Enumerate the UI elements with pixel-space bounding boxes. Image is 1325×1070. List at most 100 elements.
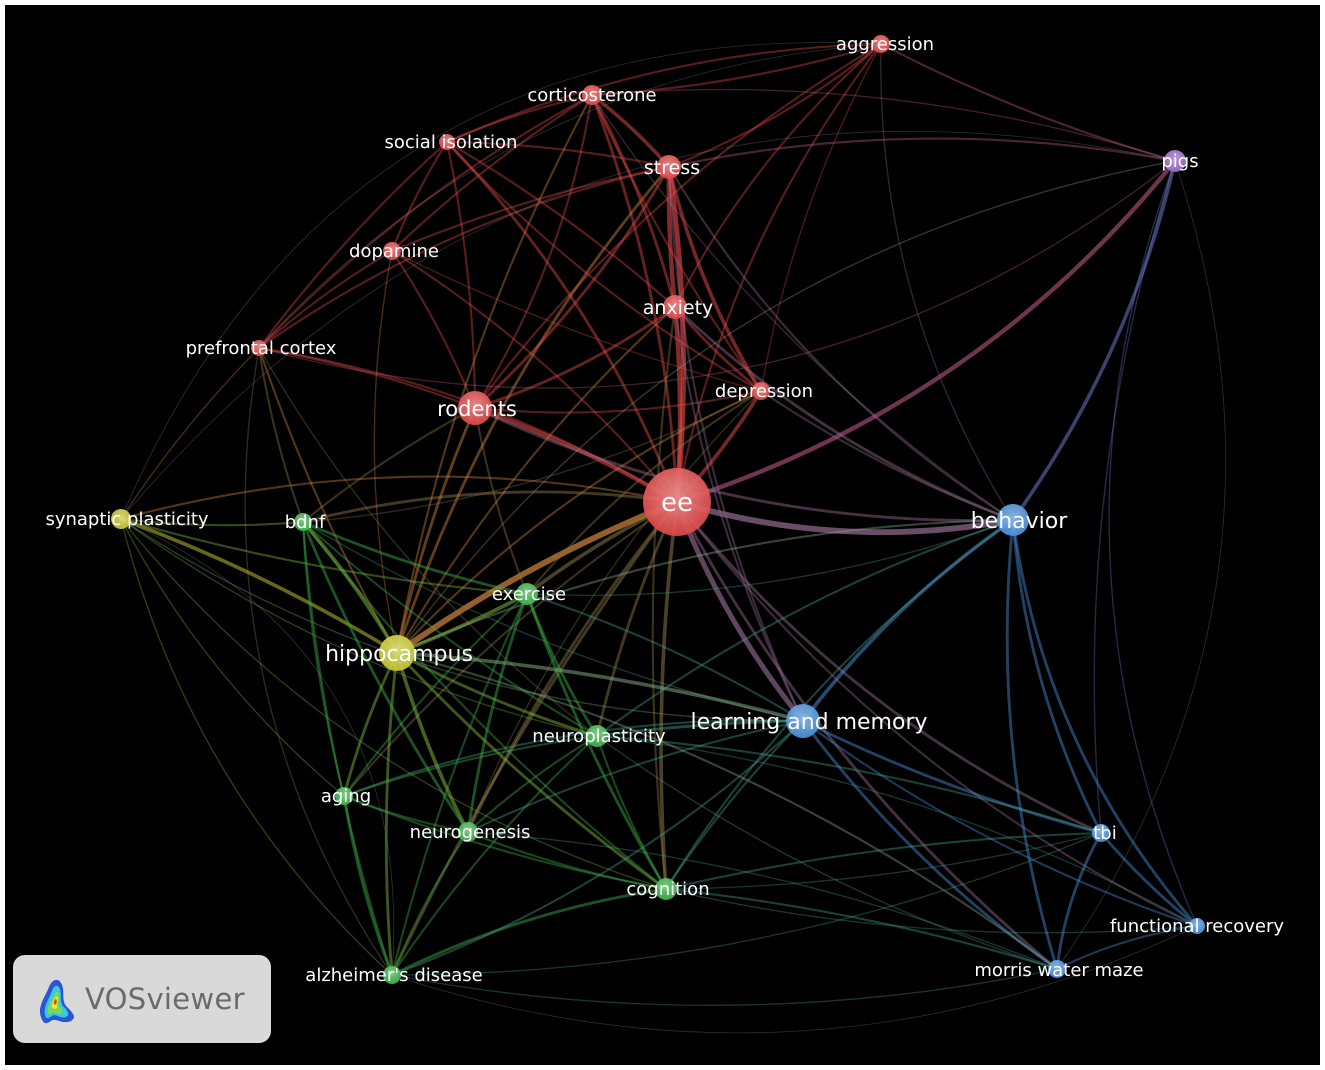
link-stress-pigs [667, 137, 1177, 169]
link-alzheimers-morris [391, 968, 1058, 1006]
link-behavior-pigs [1011, 159, 1177, 522]
label-aging: aging [321, 786, 371, 807]
link-alzheimers-learning_memory [390, 719, 805, 977]
link-learning_memory-neurogenesis [466, 719, 805, 834]
node-highlight-neurogenesis [458, 822, 478, 842]
link-dopamine-hippocampus [373, 250, 398, 654]
label-rodents: rodents [437, 397, 517, 421]
label-pigs: pigs [1161, 151, 1198, 172]
link-ee-tbi [675, 500, 1103, 835]
link-bdnf-alzheimers [301, 520, 394, 977]
link-tbi-cognition [664, 831, 1103, 891]
link-learning_memory-hippocampus [395, 651, 805, 723]
label-tbi: tbi [1093, 823, 1116, 844]
link-morris-neurogenesis [467, 831, 1058, 970]
link-aggression-pigs [879, 42, 1177, 163]
link-tbi-neuroplasticity [595, 734, 1103, 835]
node-highlight-rodents [458, 391, 492, 425]
link-synaptic_plasticity-exercise [119, 517, 529, 596]
link-rodents-aggression [473, 42, 883, 410]
link-behavior-functional_recovery [1011, 518, 1199, 928]
link-prefrontal_cortex-synaptic_plasticity [120, 347, 260, 520]
label-anxiety: anxiety [643, 297, 714, 319]
link-behavior-hippocampus [395, 518, 1015, 655]
link-exercise-aging [342, 592, 529, 798]
link-neurogenesis-alzheimers [390, 830, 470, 977]
link-aging-alzheimers [342, 794, 394, 977]
link-cognition-alzheimers [390, 887, 668, 977]
link-learning_memory-tbi [801, 719, 1103, 835]
node-highlight-tbi [1092, 824, 1110, 842]
link-exercise-neurogenesis [466, 592, 529, 834]
link-functional_recovery-pigs [1108, 160, 1198, 927]
link-rodents-behavior [473, 406, 1015, 522]
link-behavior-morris [1005, 518, 1059, 971]
link-cognition-tbi [665, 832, 1102, 890]
link-depression-hippocampus [395, 389, 763, 655]
link-anxiety-depression [673, 305, 763, 393]
link-synaptic_plasticity-cognition [120, 518, 667, 890]
link-bdnf-cognition [301, 520, 668, 891]
link-neuroplasticity-morris [596, 735, 1058, 970]
link-corticosterone-prefrontal_cortex [257, 93, 594, 350]
node-highlight-aggression [872, 35, 890, 53]
node-highlight-social-isolation [439, 134, 455, 150]
logo-text: VOSviewer [85, 982, 245, 1016]
link-ee-pigs [674, 158, 1178, 505]
link-ee-aging [342, 500, 679, 798]
link-rodents-corticosterone [473, 93, 594, 410]
link-stress-hippocampus [395, 165, 671, 655]
link-stress-behavior [667, 165, 1015, 522]
node-highlight-cognition [655, 878, 677, 900]
link-aggression-depression [760, 43, 882, 392]
label-social-isolation: social isolation [385, 132, 518, 153]
node-highlight-ee [643, 468, 711, 536]
node-highlight-synaptic-plasticity [111, 509, 131, 529]
link-neurogenesis-cognition [466, 830, 668, 891]
link-synaptic_plasticity-neuroplasticity [120, 518, 598, 737]
link-corticosterone-depression [590, 93, 763, 393]
link-ee-alzheimers [390, 500, 679, 977]
link-neuroplasticity-cognition [595, 734, 668, 891]
label-alzheimers: alzheimer's disease [305, 965, 482, 986]
arc-prefrontal_cortex-aggression [258, 43, 882, 349]
link-learning_memory-functional_recovery [801, 719, 1199, 928]
network-nodes [111, 35, 1205, 984]
link-aging-neurogenesis [342, 794, 470, 834]
link-social_isolation-prefrontal_cortex [257, 140, 449, 350]
link-corticosterone-dopamine [390, 93, 594, 253]
link-ee-neurogenesis [466, 500, 679, 834]
link-dopamine-prefrontal_cortex [257, 249, 394, 350]
co-occurrence-network[interactable]: eerodentsstressanxietycorticosteroneaggr… [5, 5, 1320, 1065]
label-corticosterone: corticosterone [527, 85, 656, 106]
link-behavior-learning_memory [801, 518, 1015, 723]
link-stress-learning_memory [667, 165, 805, 723]
label-dopamine: dopamine [349, 241, 439, 262]
node-highlight-corticosterone [582, 85, 602, 105]
link-hippocampus-alzheimers [384, 651, 399, 977]
link-learning_memory-aging [342, 719, 805, 798]
link-tbi-morris [1055, 831, 1103, 971]
link-hippocampus-cognition [395, 651, 668, 891]
link-synaptic_plasticity-aging [120, 518, 345, 797]
link-stress-anxiety [666, 164, 678, 310]
link-hippocampus-neuroplasticity [395, 651, 599, 738]
label-stress: stress [644, 157, 700, 179]
link-corticosterone-behavior [591, 94, 1014, 521]
node-highlight-anxiety [663, 295, 687, 319]
node-highlight-behavior [997, 504, 1029, 536]
label-exercise: exercise [492, 584, 566, 605]
link-behavior-tbi [1011, 518, 1103, 835]
node-highlight-prefrontal-cortex [251, 340, 267, 356]
link-ee-aggression [675, 42, 883, 504]
link-anxiety-behavior [673, 305, 1015, 522]
link-bdnf-depression [302, 390, 762, 523]
link-learning_memory-cognition [664, 719, 805, 891]
link-prefrontal_cortex-bdnf [257, 346, 305, 524]
node-highlight-aging [335, 787, 353, 805]
link-behavior-neuroplasticity [595, 518, 1015, 738]
link-stress-aggression [667, 42, 883, 169]
link-learning_memory-morris [801, 719, 1059, 971]
link-bdnf-learning_memory [302, 521, 804, 722]
